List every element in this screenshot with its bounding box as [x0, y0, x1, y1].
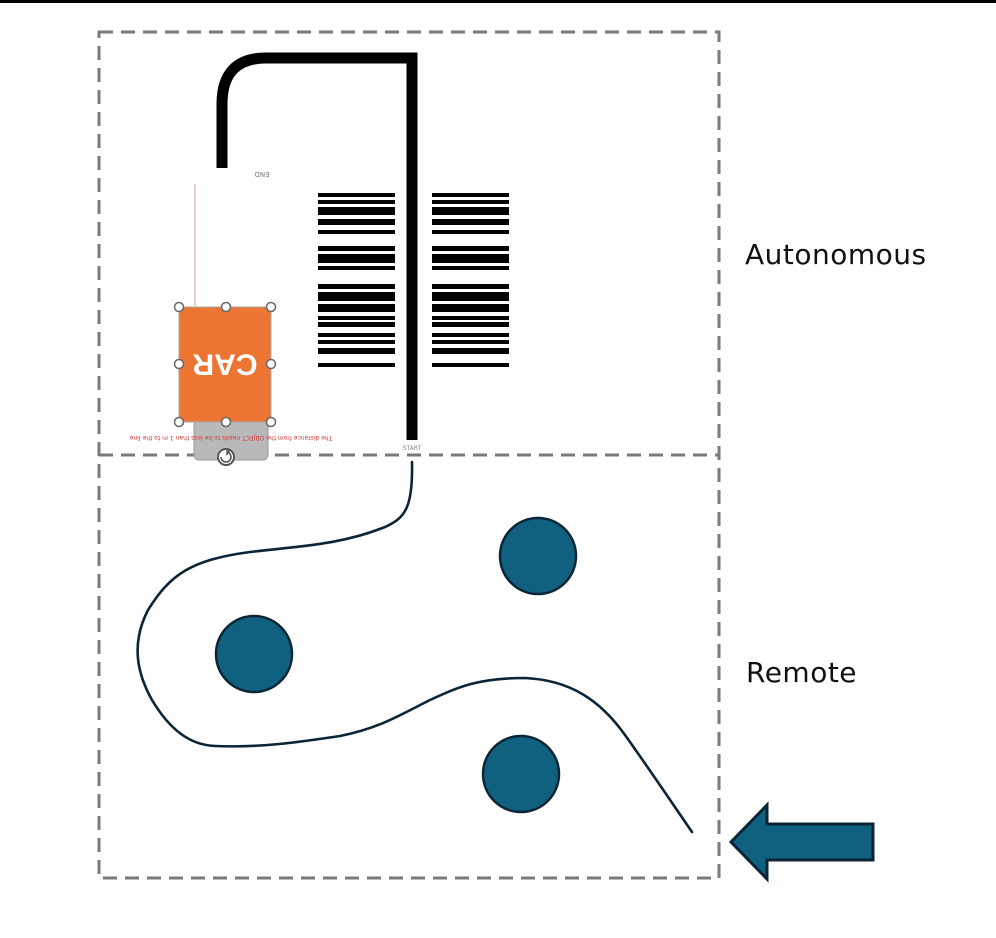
barcode-stripe: [432, 230, 509, 234]
track-start-label: START: [403, 445, 422, 452]
resize-handle[interactable]: [220, 416, 232, 428]
barcode-stripe: [318, 292, 395, 301]
barcode-stripe: [432, 292, 509, 301]
barcode-stripe: [432, 316, 509, 320]
barcode-stripe: [432, 219, 509, 225]
car-label: CAR: [192, 348, 257, 381]
barcode-stripe: [432, 340, 509, 344]
selection-handles[interactable]: [173, 301, 277, 428]
barcode-stripe: [318, 340, 395, 344]
barcode-stripe: [432, 266, 509, 270]
barcode-stripe: [432, 254, 509, 263]
car-object[interactable]: CAR: [178, 306, 272, 423]
rotate-icon[interactable]: [217, 448, 235, 466]
barcode-stripe: [318, 316, 395, 320]
obstacle-top-right: [498, 516, 578, 596]
barcode-left: [318, 193, 395, 367]
zone-label-autonomous: Autonomous: [745, 238, 927, 271]
barcode-right: [432, 193, 509, 367]
barcode-stripe: [318, 304, 395, 312]
obstacle-bottom: [481, 734, 561, 814]
barcode-stripe: [318, 348, 395, 354]
barcode-stripe: [432, 348, 509, 354]
barcode-stripe: [318, 246, 395, 251]
barcode-stripe: [318, 333, 395, 337]
barcode-stripe: [318, 284, 395, 289]
arrow-left-icon: [728, 801, 875, 883]
barcode-stripe: [432, 363, 509, 367]
track-end-label: END: [254, 170, 269, 178]
barcode-stripe: [318, 230, 395, 234]
remote-path: [136, 460, 694, 834]
barcode-stripe: [432, 333, 509, 337]
barcode-stripe: [432, 193, 509, 197]
barcode-stripe: [318, 363, 395, 367]
resize-handle[interactable]: [265, 301, 277, 313]
resize-handle[interactable]: [173, 301, 185, 313]
resize-handle[interactable]: [173, 358, 185, 370]
barcode-stripe: [318, 266, 395, 270]
zone-label-remote: Remote: [746, 656, 858, 689]
barcode-stripe: [432, 246, 509, 251]
barcode-stripe: [318, 193, 395, 197]
barcode-stripe: [432, 304, 509, 312]
barcode-stripe: [318, 322, 395, 327]
resize-handle[interactable]: [265, 416, 277, 428]
barcode-stripe: [432, 284, 509, 289]
barcode-stripe: [318, 219, 395, 225]
resize-handle[interactable]: [173, 416, 185, 428]
obstacle-left: [214, 614, 294, 694]
barcode-stripe: [432, 207, 509, 215]
car-note-text: The distance from the OBJECT needs to be…: [129, 434, 333, 441]
barcode-stripe: [318, 254, 395, 263]
resize-handle[interactable]: [265, 358, 277, 370]
barcode-stripe: [318, 207, 395, 215]
resize-handle[interactable]: [220, 301, 232, 313]
barcode-stripe: [432, 322, 509, 327]
autonomous-track: [216, 52, 418, 440]
barcode-stripe: [432, 200, 509, 204]
barcode-stripe: [318, 200, 395, 204]
